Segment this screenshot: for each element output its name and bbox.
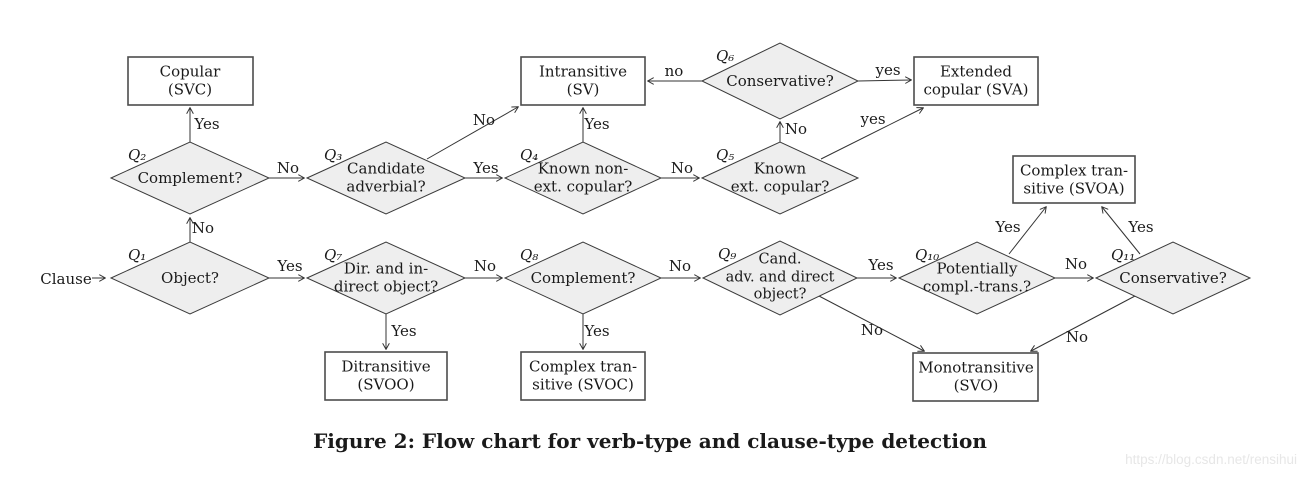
q-index-q10: Q₁₀ (915, 246, 940, 264)
q-index-q5: Q₅ (716, 146, 735, 164)
edge-label-q4-intransitive: Yes (584, 115, 610, 133)
edge-q5-extended-copular (820, 107, 924, 160)
q-index-q4: Q₄ (520, 146, 539, 164)
result-boxes (127, 56, 1136, 402)
edge-label-q11-svoa: Yes (1128, 218, 1154, 236)
decision-diamonds (109, 42, 1252, 316)
node-label-complex-transitive-svoc: Complex tran- sitive (SVOC) (528, 357, 638, 394)
diamond-q10 (897, 241, 1057, 315)
figure-caption: Figure 2: Flow chart for verb-type and c… (313, 429, 987, 453)
edge-label-q1-q2: No (191, 219, 215, 237)
q-index-q2: Q₂ (128, 146, 147, 164)
diamond-q4 (503, 141, 663, 215)
edge-q6-extended-copular (857, 76, 912, 84)
node-label-q1: Object? (161, 268, 219, 287)
diamond-q6 (700, 42, 860, 120)
edge-label-q2-copular: Yes (194, 115, 220, 133)
start-label-clause: Clause (40, 270, 92, 288)
edge-label-q2-q3: No (276, 159, 300, 177)
node-label-extended-copular: Extended copular (SVA) (923, 62, 1029, 99)
edge-label-q3-intransitive: No (472, 111, 496, 129)
edge-label-q1-q7: Yes (277, 257, 303, 275)
box-copular (127, 56, 254, 106)
diamond-q3 (305, 141, 467, 215)
box-intransitive (520, 56, 646, 106)
node-label-complex-transitive-svoa: Complex tran- sitive (SVOA) (1019, 161, 1129, 198)
edge-label-q8-svoc: Yes (584, 322, 610, 340)
q-index-q11: Q₁₁ (1111, 246, 1136, 264)
node-label-q4: Known non- ext. copular? (533, 159, 633, 196)
edge-label-q7-ditransitive: Yes (391, 322, 417, 340)
box-monotransitive (912, 352, 1039, 402)
node-label-copular: Copular (SVC) (159, 62, 221, 99)
edge-label-q9-monotransitive: No (860, 321, 884, 339)
edge-label-q9-q10: Yes (868, 256, 894, 274)
watermark: https://blog.csdn.net/rensihui (1125, 452, 1297, 467)
diamond-q9 (701, 240, 859, 316)
diamond-q1 (109, 241, 271, 315)
node-label-q8: Complement? (530, 268, 636, 287)
q-index-q6: Q₆ (716, 47, 735, 65)
q-index-q9: Q₉ (718, 245, 737, 263)
node-label-q10: Potentially compl.-trans.? (922, 259, 1032, 296)
box-complex-transitive-svoa (1012, 155, 1136, 204)
q-index-q7: Q₇ (324, 246, 343, 264)
node-label-monotransitive: Monotransitive (SVO) (918, 358, 1034, 395)
edge-q9-monotransitive (818, 295, 925, 352)
edge-label-q7-q8: No (473, 257, 497, 275)
box-complex-transitive-svoc (520, 351, 646, 401)
diamond-q11 (1094, 241, 1252, 315)
node-label-q9: Cand. adv. and direct object? (725, 251, 835, 303)
edge-q11-svoa (1101, 206, 1141, 255)
diamond-q2 (109, 141, 271, 215)
edge-q3-intransitive (426, 106, 519, 160)
box-extended-copular (913, 56, 1039, 106)
edge-label-q6-extended-copular: yes (875, 61, 901, 79)
box-ditransitive (324, 351, 448, 401)
node-label-ditransitive: Ditransitive (SVOO) (341, 357, 431, 394)
edge-lines (92, 76, 1141, 352)
edge-q10-svoa (1008, 206, 1047, 255)
node-label-q6: Conservative? (726, 71, 834, 90)
edge-label-q4-q5: No (670, 159, 694, 177)
edge-label-q3-q4: Yes (473, 159, 499, 177)
q-index-q1: Q₁ (128, 246, 147, 264)
edge-label-q10-svoa: Yes (995, 218, 1021, 236)
node-label-q3: Candidate adverbial? (346, 159, 426, 196)
edge-q11-monotransitive (1030, 295, 1136, 352)
edge-label-q8-q9: No (668, 257, 692, 275)
node-label-q7: Dir. and in- direct object? (333, 259, 439, 296)
edge-label-q5-extended-copular: yes (860, 110, 886, 128)
q-index-q8: Q₈ (520, 246, 539, 264)
edge-label-q10-q11: No (1064, 255, 1088, 273)
edge-label-q5-q6: No (784, 120, 808, 138)
node-label-q2: Complement? (137, 168, 243, 187)
diamond-q8 (503, 241, 663, 315)
edge-label-q6-intransitive: no (664, 62, 684, 80)
diamond-q5 (700, 141, 860, 215)
diamond-q7 (305, 241, 467, 315)
q-index-q3: Q₃ (324, 146, 343, 164)
node-label-intransitive: Intransitive (SV) (538, 62, 628, 99)
node-label-q11: Conservative? (1119, 268, 1227, 287)
node-label-q5: Known ext. copular? (730, 159, 830, 196)
edge-label-q11-monotransitive: No (1065, 328, 1089, 346)
